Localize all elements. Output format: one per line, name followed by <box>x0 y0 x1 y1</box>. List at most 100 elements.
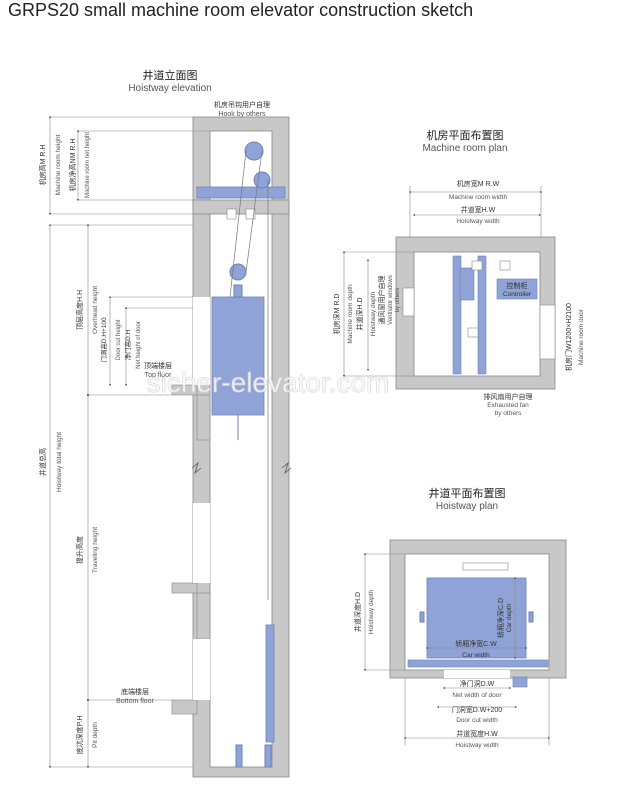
bottom-floor-label-cn: 底端楼层 <box>121 687 149 696</box>
hp-door-opening <box>444 670 510 678</box>
hoistway-plan-title-cn: 井道平面布置图 <box>428 487 506 500</box>
pit-depth-en: Pit depth <box>92 722 99 748</box>
mr-width-en: Machine room width <box>449 194 508 201</box>
mid-door-header <box>196 592 211 640</box>
total-height-en: Hoistway total height <box>56 432 63 492</box>
vent-cn: 通风窗用户自理 <box>377 276 386 325</box>
bottom-door-opening <box>193 639 210 700</box>
deflector-sheave <box>253 171 271 189</box>
mr-interior <box>413 251 541 377</box>
elevation-title-en: Hoistway elevation <box>128 83 212 94</box>
rope-hole-right <box>245 208 256 220</box>
mr-hole-2 <box>499 260 511 271</box>
net-door-cn: 净门洞D.W <box>460 679 495 688</box>
vent-en-2: by others <box>395 288 401 313</box>
car-depth-en: Car depth <box>506 603 513 632</box>
hp-counterweight <box>462 562 509 571</box>
hp-depth-en: Hoistway depth <box>368 589 375 634</box>
fan-en-2: by others <box>495 410 522 417</box>
bottom-floor-label-en: Bottom floor <box>116 698 154 705</box>
mr-net-height-cn: 机房净高NM R.H <box>68 139 77 192</box>
top-door-header <box>196 394 211 441</box>
hook-label-en: Hook by others <box>218 111 266 118</box>
mr-depth-cn: 机房深M R.D <box>332 294 341 335</box>
mr-door-opening <box>539 304 556 360</box>
mr-hw-depth-cn: 井道深H.D <box>355 297 364 330</box>
controller-box <box>496 278 538 300</box>
mr-height-en: Machine room height <box>55 134 62 195</box>
car-buffer <box>235 744 243 768</box>
controller-label-cn: 控制柜 <box>507 281 528 290</box>
hoistway-plan-title-en: Hoistway plan <box>435 501 499 512</box>
counterweight <box>265 624 275 743</box>
door-cut-en: Door cut width <box>456 717 498 724</box>
hp-width-cn: 井道宽度H.W <box>456 729 498 738</box>
elevation-shaft-interior <box>209 130 273 768</box>
hoist-rope-2 <box>245 150 263 273</box>
mr-hw-width-en: Hoistway width <box>456 218 500 225</box>
machine-room-title-en: Machine room plan <box>422 143 508 154</box>
hp-sill <box>407 659 549 668</box>
mid-door-opening <box>193 503 210 583</box>
machine-room-slab <box>192 199 290 215</box>
hp-car <box>426 577 527 659</box>
hook-label-cn: 机房吊钩用户自理 <box>214 100 270 109</box>
controller-label-en: Controller <box>503 291 532 298</box>
mr-beam-right <box>477 255 487 375</box>
mr-hole-3 <box>467 327 479 338</box>
mr-hw-width-cn: 井道宽H.W <box>461 205 496 214</box>
hoistway-plan-title: 井道平面布置图 Hoistway plan <box>402 485 532 512</box>
top-floor-slab <box>171 384 198 396</box>
travel-height-cn: 提升高度 <box>75 536 84 564</box>
machine-room-title: 机房平面布置图 Machine room plan <box>400 127 530 154</box>
hp-call-button <box>512 676 528 688</box>
pit-depth-cn: 底坑深度P.H <box>75 716 84 755</box>
traction-machine <box>459 267 475 301</box>
mid-floor-slab <box>171 582 198 594</box>
mr-net-height-en: Machine room net height <box>85 132 91 198</box>
car-width-cn: 轿厢净宽C.W <box>455 639 497 648</box>
top-floor-label-cn: 顶端楼层 <box>144 361 172 370</box>
car-hanger <box>233 284 243 298</box>
watermark: sicher-elevator.com <box>147 367 390 398</box>
bottom-floor-slab <box>171 699 198 715</box>
rope-hole-left <box>226 208 237 220</box>
elevator-car <box>211 296 265 416</box>
hp-rail-right <box>528 611 534 623</box>
break-mark-right <box>281 461 292 475</box>
net-door-en: Net width of door <box>452 692 502 699</box>
mr-width-cn: 机房宽M R.W <box>457 179 500 188</box>
overhead-en: Overhead height <box>92 286 99 334</box>
top-floor-label-en: Top floor <box>145 372 173 379</box>
door-cut-height-en: Door cut height <box>116 319 122 360</box>
vent-en-1: Ventilator windows <box>388 275 394 325</box>
mr-beam-left <box>452 255 462 375</box>
page-title: GRPS20 small machine room elevator const… <box>8 0 474 20</box>
mr-dimension-lines <box>342 186 543 378</box>
mr-height-cn: 机房高M R.H <box>38 145 47 186</box>
car-width-en: Car width <box>462 652 490 659</box>
net-door-height-cn: 净门高D.H <box>123 329 132 360</box>
machine-room-plan: 控制柜 Controller 机房宽M R.W Machine room wid… <box>332 179 585 417</box>
fan-cn: 排风扇用户自理 <box>484 392 533 401</box>
mr-hw-depth-en: Hoistway depth <box>370 291 377 336</box>
hoist-rope-1 <box>229 150 247 298</box>
mr-door-cn: 机房门W1200×H2100 <box>564 303 573 371</box>
net-door-height-en: Net height of door <box>136 321 142 369</box>
mr-depth-en: Machine room depth <box>347 284 354 344</box>
elevation-title-cn: 井道立面图 <box>142 69 198 82</box>
hp-rail-left <box>419 611 425 623</box>
overhead-cn: 顶层高度H.H <box>75 290 84 330</box>
top-door-opening <box>193 297 210 385</box>
fan-en-1: Exhausted fan <box>487 402 529 409</box>
ventilator-window <box>402 287 415 317</box>
elevation-dimension-lines <box>48 115 210 769</box>
machine-room-title-cn: 机房平面布置图 <box>426 129 504 142</box>
door-cut-cn: 门洞宽D.W+200 <box>452 705 502 714</box>
hoistway-elevation: 机房吊钩用户自理 Hook by others 顶端楼层 Top floor 底… <box>38 100 292 778</box>
mr-door-en: Machine room door <box>578 308 585 365</box>
break-mark-left <box>191 461 202 475</box>
hp-depth-cn: 井道深度H.D <box>353 592 362 632</box>
total-height-cn: 井道总高 <box>38 448 47 476</box>
